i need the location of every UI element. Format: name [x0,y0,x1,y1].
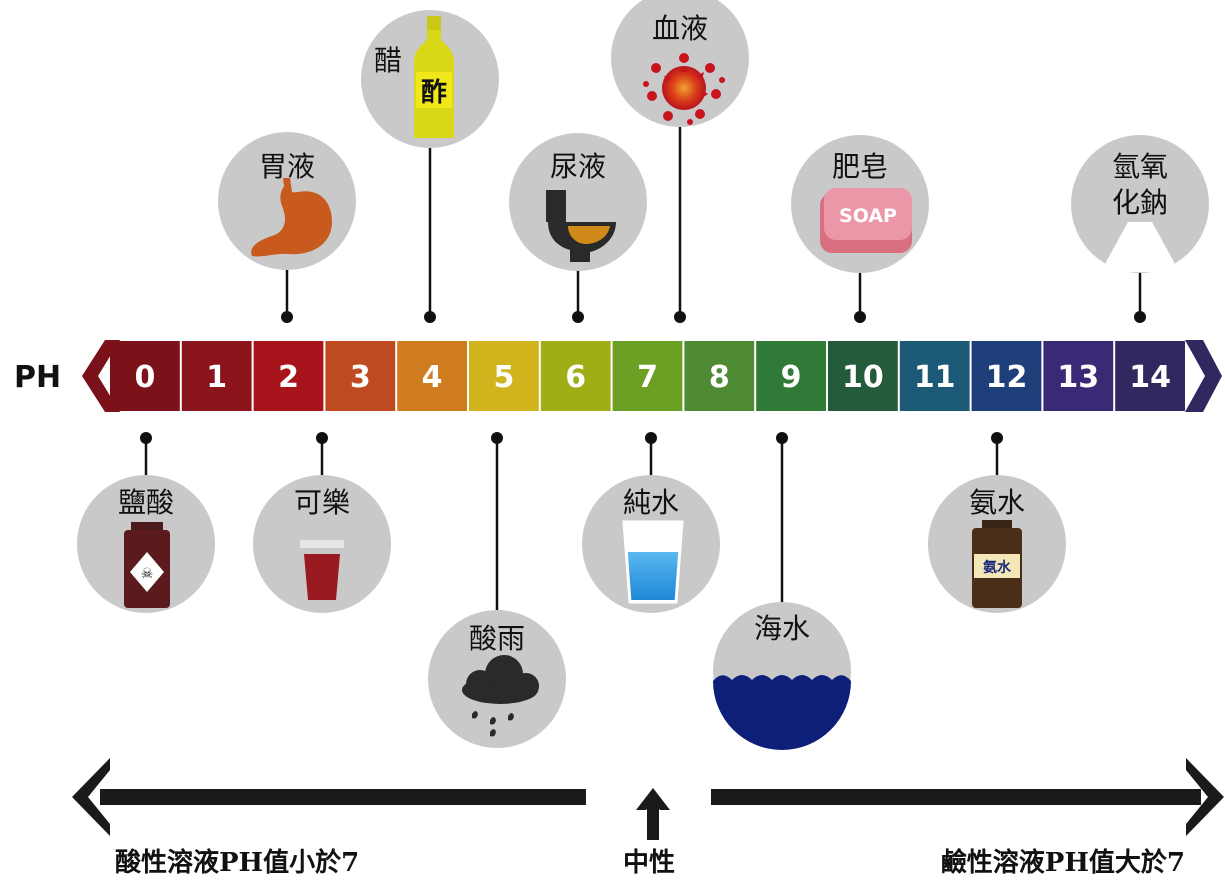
connector-dot [140,432,152,444]
water-glass-icon [622,520,684,604]
ph-axis-label: PH [14,360,61,395]
stomach-acid-label: 胃液 [259,150,315,183]
ph-number-9: 9 [781,360,802,395]
soap-icon: SOAP [820,188,912,253]
item-blood: 血液 [611,0,749,127]
ph-cell-4 [397,341,467,411]
item-stomach-acid: 胃液 [218,132,356,270]
flask-icon [1105,222,1175,272]
svg-text:☠: ☠ [141,566,154,582]
cola-label: 可樂 [294,486,350,519]
toilet-icon [546,190,616,262]
ph-cell-13 [1043,341,1114,411]
ph-cell-10 [828,341,898,411]
ph-number-6: 6 [565,360,586,395]
ammonia-bottle-text: 氨水 [983,559,1012,576]
hydrochloric-acid-label: 鹽酸 [118,486,174,519]
rain-cloud-icon [462,655,539,737]
ph-number-8: 8 [709,360,730,395]
item-soap: 肥皂 SOAP [791,135,929,273]
seawater-label: 海水 [754,612,810,645]
ph-cell-2 [253,341,324,411]
sodium-hydroxide-label-line1: 氫氧 [1112,150,1168,183]
sodium-hydroxide-label-line2: 化鈉 [1112,186,1168,219]
item-sodium-hydroxide: 氫氧 化鈉 [1071,135,1209,273]
vinegar-bottle-text: 酢 [421,78,447,108]
ph-number-14: 14 [1129,360,1171,395]
connector-dot [776,432,788,444]
ammonia-label: 氨水 [969,486,1025,519]
item-urine: 尿液 [509,133,647,271]
connector-dot [645,432,657,444]
wave-icon [713,675,851,750]
urine-label: 尿液 [550,150,606,183]
item-seawater: 海水 [713,602,851,750]
ph-number-7: 7 [637,360,658,395]
stomach-icon [251,178,332,257]
connector-dot [316,432,328,444]
connector-dot [991,432,1003,444]
item-pure-water: 純水 [582,475,720,613]
ph-number-0: 0 [134,360,155,395]
ph-number-2: 2 [278,360,299,395]
item-cola: 可樂 [253,475,391,613]
ph-number-10: 10 [842,360,884,395]
vinegar-label: 醋 [374,44,402,77]
ph-cell-6 [540,341,611,411]
connector-dot [281,311,293,323]
ph-number-11: 11 [914,360,956,395]
acid-rain-label: 酸雨 [469,622,525,655]
base-solution-text: 鹼性溶液PH值大於7 [941,847,1185,878]
ph-cell-3 [325,341,396,411]
ph-number-5: 5 [493,360,514,395]
connector-dot [854,311,866,323]
ph-number-3: 3 [350,360,371,395]
connector-dot [424,311,436,323]
right-chevron-icon [1185,340,1222,412]
item-vinegar: 醋 酢 [361,10,499,148]
item-acid-rain: 酸雨 [428,610,566,748]
item-ammonia: 氨水 氨水 [928,475,1066,613]
connectors [140,127,1146,610]
poison-bottle-icon: ☠ [124,522,170,608]
blood-label: 血液 [652,12,708,45]
ammonia-bottle-icon: 氨水 [972,520,1022,608]
ph-number-12: 12 [986,360,1028,395]
connector-dot [491,432,503,444]
ph-cell-0 [110,341,180,411]
ph-cell-5 [469,341,539,411]
ph-number-4: 4 [422,360,443,395]
item-hydrochloric-acid: 鹽酸 ☠ [77,475,215,613]
ph-cell-1 [181,341,252,411]
ph-number-1: 1 [206,360,227,395]
connector-dot [1134,311,1146,323]
acid-arrow [72,758,586,836]
vinegar-bottle-icon: 酢 [414,16,454,138]
cola-cup-icon [300,540,344,600]
ph-cell-11 [899,341,970,411]
ph-cell-7 [612,341,683,411]
soap-label: 肥皂 [832,150,888,183]
connector-dot [572,311,584,323]
connector-dot [674,311,686,323]
soap-text: SOAP [839,205,897,227]
neutral-text: 中性 [623,848,675,878]
acid-solution-text: 酸性溶液PH值小於7 [115,847,359,878]
ph-cell-12 [971,341,1042,411]
pure-water-label: 純水 [623,486,679,519]
blood-splat-icon [643,53,725,125]
base-arrow [711,758,1224,836]
neutral-arrow [636,788,670,840]
ph-number-13: 13 [1057,360,1099,395]
left-chevron-icon [82,340,120,412]
ph-cell-14 [1115,341,1185,411]
ph-cell-9 [756,341,826,411]
ph-cell-8 [684,341,755,411]
